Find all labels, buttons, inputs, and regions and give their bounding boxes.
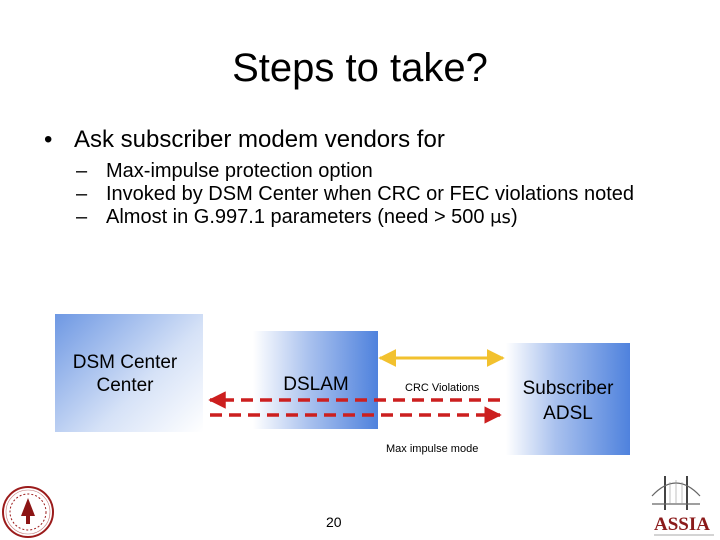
dsm-center-box <box>55 314 203 432</box>
bullet-marker: • <box>44 126 53 153</box>
dsm-center-label-line1: DSM Center <box>72 352 178 373</box>
subscriber-label-line1: Subscriber <box>522 378 614 399</box>
crc-violations-label: CRC Violations <box>405 382 480 394</box>
assia-logo-icon: ASSIA <box>651 476 714 536</box>
sub-bullet: – Almost in G.997.1 parameters (need > 5… <box>76 206 696 229</box>
subscriber-box <box>506 343 630 455</box>
sub-bullet-dash: – <box>76 183 88 205</box>
max-impulse-label: Max impulse mode <box>386 443 479 455</box>
sub-bullet-list: – Max-impulse protection option – Invoke… <box>76 160 696 230</box>
subscriber-label: Subscriber ADSL <box>510 376 626 426</box>
dsm-center-label: DSM Center Center <box>55 351 195 397</box>
stanford-seal-icon <box>2 486 54 538</box>
dslam-label: DSLAM <box>283 374 349 395</box>
max-impulse-arrows <box>208 391 502 424</box>
dsm-center-label-line2: Center <box>96 375 154 396</box>
microsecond-unit: μs <box>490 207 511 228</box>
subscriber-label-line2: ADSL <box>543 403 593 424</box>
sub-bullet: – Invoked by DSM Center when CRC or FEC … <box>76 183 696 205</box>
sub-bullet-text: Invoked by DSM Center when CRC or FEC vi… <box>106 183 635 205</box>
sub-bullet-dash: – <box>76 160 88 182</box>
dslam-box <box>253 331 378 429</box>
slide-title: Steps to take? <box>232 46 488 90</box>
main-bullet: • Ask subscriber modem vendors for <box>44 126 445 154</box>
sub-bullet: – Max-impulse protection option <box>76 160 696 182</box>
sub-bullet-text-end: ) <box>510 206 518 228</box>
sub-bullet-text: Max-impulse protection option <box>106 160 373 182</box>
sub-bullet-dash: – <box>76 206 88 228</box>
page-number: 20 <box>326 514 342 530</box>
sub-bullet-text-start: Almost in G.997.1 parameters (need > 500 <box>106 206 491 228</box>
assia-logo-text: ASSIA <box>654 514 710 535</box>
main-bullet-text: Ask subscriber modem vendors for <box>74 126 445 153</box>
